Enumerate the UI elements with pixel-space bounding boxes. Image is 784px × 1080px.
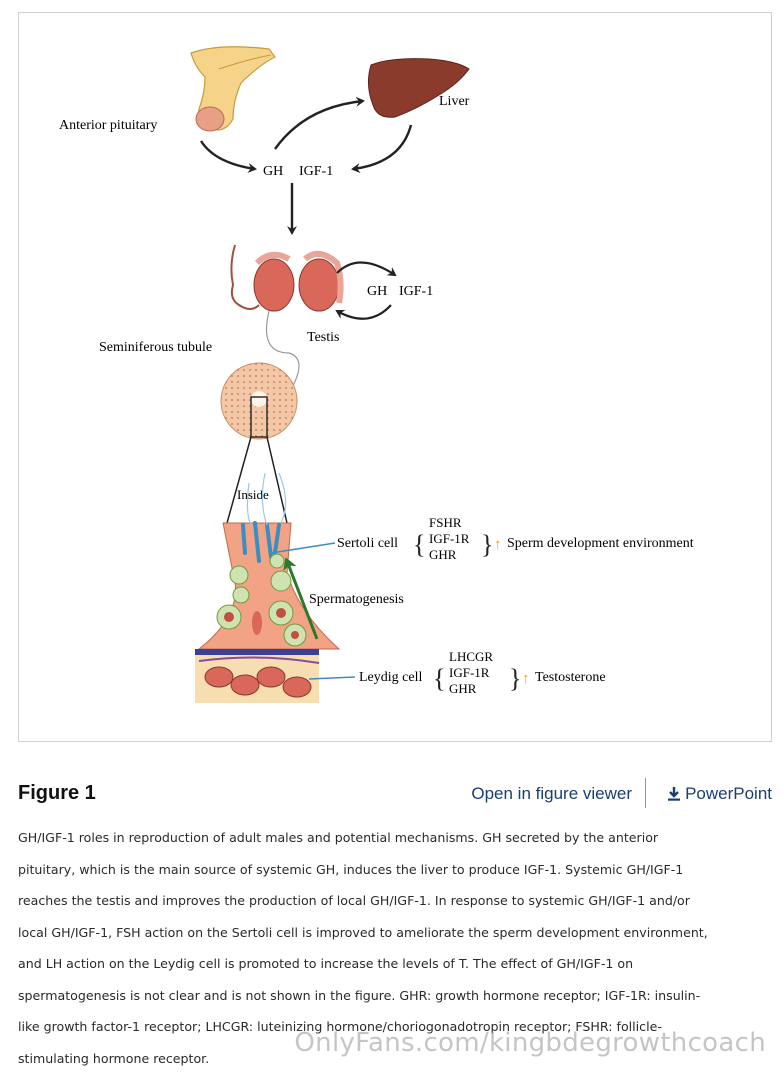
igf1-label-top: IGF-1: [299, 164, 333, 179]
arrow-testis-loop-down: [335, 304, 392, 320]
liver-label: Liver: [439, 94, 470, 109]
sertoli-brace-left: {: [413, 530, 425, 559]
spermatogenesis-arrow: [283, 557, 319, 640]
testis-label: Testis: [307, 330, 339, 345]
leydig-pointer-line: [308, 676, 356, 680]
leydig-brace-left: {: [433, 664, 445, 693]
leydig-effect-label: Testosterone: [535, 670, 606, 685]
leydig-receptor-igf1r: IGF-1R: [449, 665, 490, 680]
arrow-testis-loop-up: [336, 261, 397, 277]
leydig-receptor-ghr: GHR: [449, 681, 477, 696]
gh-label-testis: GH: [367, 284, 387, 299]
caption-line: like growth factor-1 receptor; LHCGR: lu…: [18, 1019, 662, 1034]
arrow-gh-to-liver: [274, 96, 365, 150]
open-figure-viewer-link[interactable]: Open in figure viewer: [471, 784, 632, 803]
sertoli-up-arrow: ↑: [494, 537, 502, 553]
spermatogenesis-label: Spermatogenesis: [309, 592, 404, 607]
gh-label-top: GH: [263, 164, 283, 179]
figure-frame: Anterior pituitary Liver GH IGF-1 GH IGF…: [18, 12, 772, 742]
leydig-brace-right: }: [509, 664, 521, 693]
leydig-receptor-lhcgr: LHCGR: [449, 649, 493, 664]
leydig-up-arrow: ↑: [522, 671, 530, 687]
figure-header: Figure 1 Open in figure viewer PowerPoin…: [18, 778, 772, 814]
arrow-pituitary-to-gh: [199, 140, 257, 173]
zoom-funnel: [226, 436, 288, 524]
watermark: OnlyFans.com/kingbdegrowthcoach: [294, 1028, 766, 1058]
arrow-liver-to-igf1: [351, 124, 413, 174]
caption-line: local GH/IGF-1, FSH action on the Sertol…: [18, 924, 708, 940]
testis-illustration: [230, 244, 344, 394]
caption-line: stimulating hormone receptor.: [18, 1050, 210, 1066]
caption-line: and LH action on the Leydig cell is prom…: [18, 956, 634, 971]
sertoli-receptor-ghr: GHR: [429, 547, 457, 562]
diagram-svg: Anterior pituitary Liver GH IGF-1 GH IGF…: [59, 46, 694, 703]
caption-line: GH/IGF-1 roles in reproduction of adult …: [18, 830, 659, 845]
caption-line: reaches the testis and improves the prod…: [18, 893, 690, 908]
sertoli-brace-right: }: [481, 530, 493, 559]
liver-illustration: [367, 58, 470, 118]
anterior-pituitary-label: Anterior pituitary: [59, 118, 157, 133]
powerpoint-download-link[interactable]: PowerPoint: [666, 784, 772, 804]
leydig-cell-label: Leydig cell: [359, 670, 422, 685]
sertoli-effect-label: Sperm development environment: [507, 536, 694, 551]
igf1-label-testis: IGF-1: [399, 284, 433, 299]
figure-title: Figure 1: [18, 782, 96, 804]
seminiferous-tubule-label: Seminiferous tubule: [99, 340, 212, 355]
figure-caption: GH/IGF-1 roles in reproduction of adult …: [18, 822, 774, 1074]
inside-label: Inside: [237, 487, 269, 502]
download-icon: [668, 787, 681, 801]
powerpoint-label: PowerPoint: [685, 784, 772, 803]
caption-line: pituitary, which is the main source of s…: [18, 861, 684, 877]
sertoli-receptor-igf1r: IGF-1R: [429, 531, 470, 546]
sertoli-receptor-fshr: FSHR: [429, 515, 462, 530]
caption-line: spermatogenesis is not clear and is not …: [18, 987, 701, 1003]
pituitary-illustration: [190, 46, 276, 132]
epithelium-illustration: [195, 472, 341, 703]
header-divider: [645, 778, 646, 808]
sertoli-pointer-line: [270, 542, 336, 554]
tubule-cross-section: [220, 362, 298, 440]
sertoli-cell-label: Sertoli cell: [337, 536, 398, 551]
